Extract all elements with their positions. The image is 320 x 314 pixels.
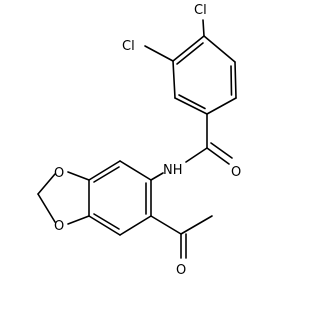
amide-nh-label: NH	[163, 163, 183, 178]
bond	[172, 35, 205, 62]
chlorine-atom-label: Cl	[122, 39, 135, 54]
bond	[67, 171, 90, 181]
bond	[88, 215, 121, 236]
carbonyl-double-bond	[210, 142, 233, 159]
dichlorophenyl-ring	[172, 35, 237, 115]
bond	[150, 215, 182, 235]
dioxole-oxygen-label: O	[54, 219, 64, 234]
bond	[178, 94, 206, 110]
bond	[230, 65, 233, 96]
bond	[174, 97, 208, 115]
bond	[37, 173, 56, 195]
acetyl-oxygen-label: O	[176, 263, 186, 278]
bond	[88, 160, 121, 181]
bond	[203, 35, 236, 63]
bond	[150, 172, 164, 181]
bond-to-cl-top	[202, 19, 205, 37]
carbonyl-double-bond	[206, 147, 230, 165]
bond	[206, 97, 237, 115]
bond	[176, 42, 204, 65]
bond	[119, 160, 152, 181]
bond	[93, 166, 120, 183]
molecule-structure: Cl Cl O NH O O O	[37, 3, 241, 278]
bond	[234, 61, 237, 99]
bond	[67, 215, 90, 225]
benzodioxole-ring	[88, 160, 152, 236]
bond-to-cl-left	[144, 45, 174, 62]
chlorine-atom-label: Cl	[194, 3, 207, 18]
bond	[119, 215, 152, 236]
bond	[37, 193, 56, 223]
bond	[93, 213, 120, 230]
bond	[180, 215, 213, 235]
dioxole-oxygen-label: O	[54, 166, 64, 181]
carbonyl-oxygen-label: O	[231, 165, 241, 180]
bond	[172, 60, 176, 99]
bond-to-nh	[185, 147, 208, 163]
